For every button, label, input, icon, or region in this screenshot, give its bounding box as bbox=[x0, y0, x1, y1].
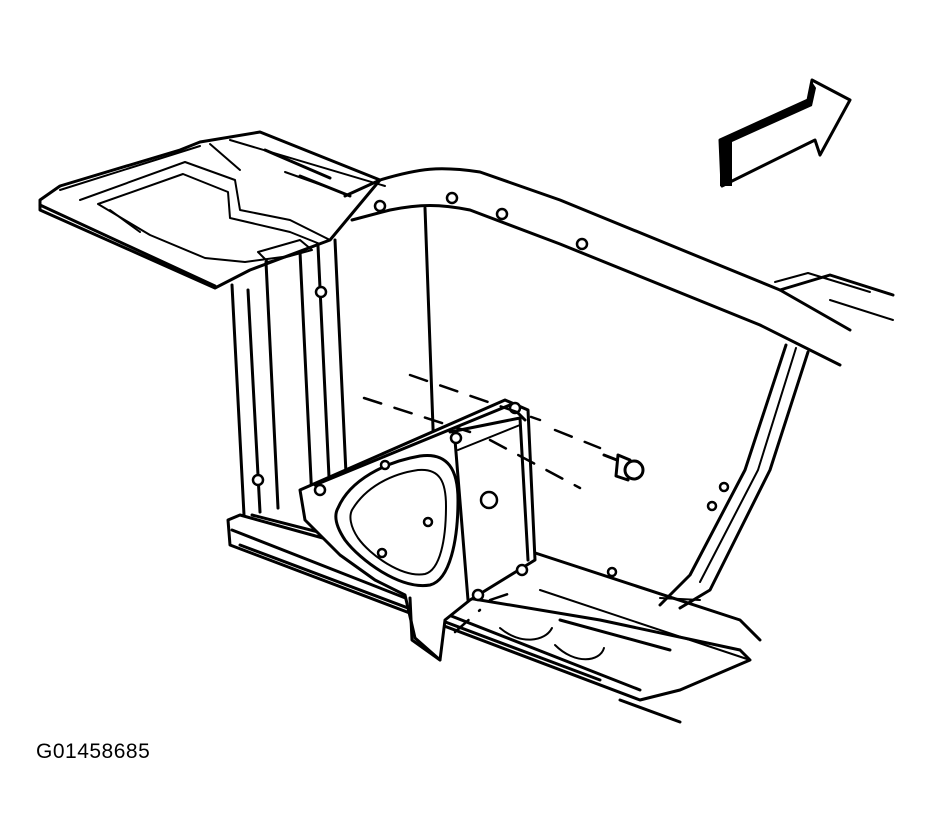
figure-id-label: G01458685 bbox=[36, 740, 151, 763]
vertical-pillar bbox=[230, 238, 349, 517]
alignment-lines bbox=[362, 373, 602, 634]
mounting-bracket bbox=[298, 398, 537, 662]
direction-arrow-icon bbox=[718, 78, 852, 188]
bolt-icon bbox=[602, 453, 645, 482]
upper-tray bbox=[38, 130, 386, 290]
frame-rail bbox=[343, 167, 895, 512]
